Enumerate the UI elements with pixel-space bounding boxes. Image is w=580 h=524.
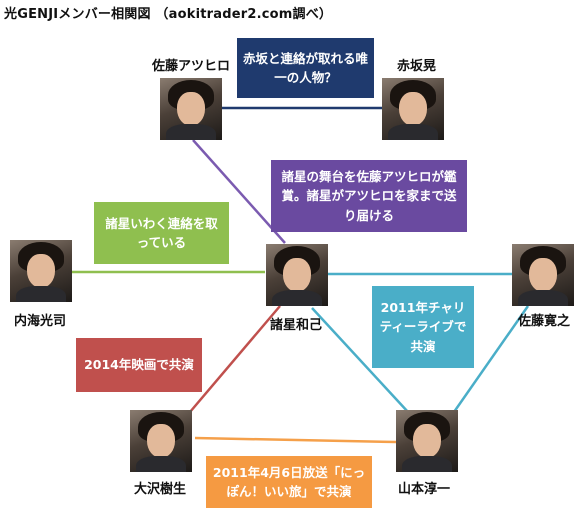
- relation-nippon-iitabi: 2011年4月6日放送「にっぽん！いい旅」で共演: [206, 456, 372, 508]
- name-osawa: 大沢樹生: [134, 482, 187, 497]
- photo-sato-atsuhiro: [160, 78, 222, 140]
- name-yamamoto: 山本淳一: [398, 482, 451, 497]
- name-sato-kanshi: 佐藤寛之: [518, 314, 571, 329]
- relation-moroboshi-uchiumi: 諸星いわく連絡を取っている: [94, 202, 229, 264]
- line-moroboshi-osawa: [189, 305, 281, 413]
- line-sato-yamamoto: [452, 305, 530, 413]
- photo-akasaka: [382, 78, 444, 140]
- line-moroboshi-yamamoto: [311, 307, 409, 413]
- name-moroboshi: 諸星和己: [270, 318, 323, 333]
- relation-moroboshi-atsuhiro: 諸星の舞台を佐藤アツヒロが鑑賞。諸星がアツヒロを家まで送り届ける: [271, 160, 467, 232]
- name-akasaka: 赤坂晃: [397, 59, 437, 74]
- photo-yamamoto: [396, 410, 458, 472]
- name-uchiumi: 内海光司: [14, 314, 67, 329]
- photo-osawa: [130, 410, 192, 472]
- line-osawa-yamamoto: [194, 436, 397, 444]
- line-atsuhiro-moroboshi: [192, 139, 286, 244]
- page-title: 光GENJIメンバー相関図 （aokitrader2.com調べ）: [4, 7, 333, 22]
- name-sato-atsuhiro: 佐藤アツヒロ: [152, 59, 231, 74]
- photo-sato-kanshi: [512, 244, 574, 306]
- photo-moroboshi: [266, 244, 328, 306]
- relation-movie: 2014年映画で共演: [76, 338, 202, 392]
- photo-uchiumi: [10, 240, 72, 302]
- relation-charity-live: 2011年チャリティーライブで共演: [372, 286, 474, 368]
- relation-atsuhiro-akasaka: 赤坂と連絡が取れる唯一の人物？: [237, 38, 374, 98]
